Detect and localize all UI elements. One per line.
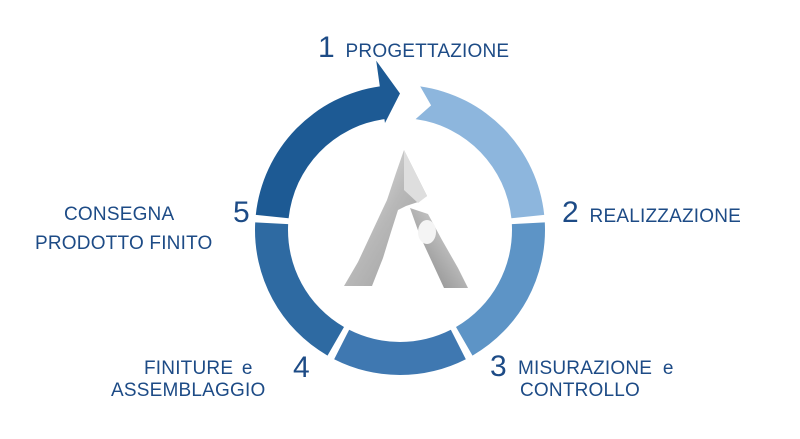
step-3-text-1: MISURAZIONE <box>518 358 653 379</box>
ring-segment-step-4 <box>255 222 344 356</box>
step-2-number: 2 <box>562 196 579 229</box>
logo-notch <box>418 220 436 244</box>
step-3-number-wrap: 3 <box>490 352 507 382</box>
cycle-ring <box>255 60 545 375</box>
step-5-text-line2: PRODOTTO FINITO <box>35 234 213 253</box>
step-4-text-2: ASSEMBLAGGIO <box>111 380 266 401</box>
logo-left-face <box>404 150 427 203</box>
step-5-text-line1: CONSEGNA <box>64 205 174 224</box>
step-5-number-wrap: 5 <box>233 198 250 228</box>
step-3-number: 3 <box>490 350 507 383</box>
step-1-text: PROGETTAZIONE <box>345 41 510 62</box>
step-2-label: 2 REALIZZAZIONE <box>562 198 741 228</box>
step-3-text-2: CONTROLLO <box>520 380 641 401</box>
step-5-text-2: PRODOTTO FINITO <box>35 233 213 254</box>
step-1-label: 1 PROGETTAZIONE <box>318 33 509 63</box>
ring-segment-step-1 <box>415 86 545 219</box>
step-1-number: 1 <box>318 31 335 64</box>
step-5-number: 5 <box>233 196 250 229</box>
stylized-a-logo-icon <box>344 150 468 288</box>
step-4-text-1-suffix: e <box>241 358 253 379</box>
step-3-text-1-suffix: e <box>662 358 674 379</box>
step-4-text-line2: ASSEMBLAGGIO <box>111 381 265 400</box>
logo-right-stroke <box>410 208 468 288</box>
ring-segment-step-2 <box>456 222 545 356</box>
step-2-text: REALIZZAZIONE <box>589 206 742 227</box>
ring-segment-step-3 <box>334 329 466 375</box>
step-4-number: 4 <box>293 351 310 384</box>
step-4-number-wrap: 4 <box>293 353 310 383</box>
step-4-text-line1: FINITURE e <box>144 359 253 378</box>
step-3-text-line2: CONTROLLO <box>520 381 640 400</box>
ring-segment-step-5 <box>255 60 400 219</box>
step-4-text-1: FINITURE <box>144 358 234 379</box>
step-5-text-1: CONSEGNA <box>64 204 175 225</box>
step-3-text-line1: MISURAZIONE e <box>518 359 674 378</box>
